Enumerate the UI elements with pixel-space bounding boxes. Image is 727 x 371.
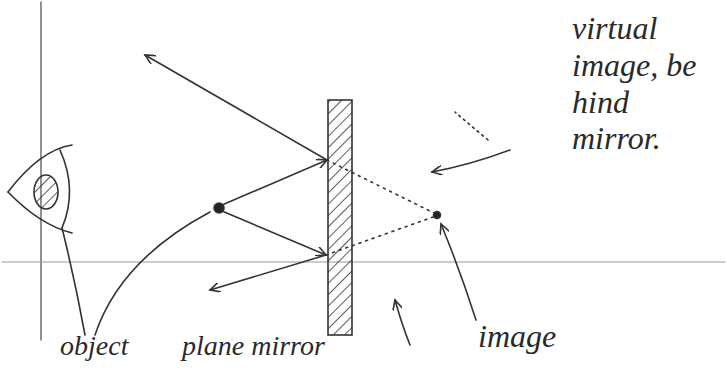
callout-note: virtual image, be hind mirror.: [572, 10, 702, 157]
mirror-label: plane mirror: [182, 330, 392, 362]
plane-mirror: [328, 100, 352, 335]
eye-outline: [60, 150, 70, 228]
leader-line: [62, 228, 85, 335]
object-label: object: [60, 330, 200, 362]
callout-label: image: [478, 318, 608, 355]
leader-line: [395, 300, 410, 345]
leader-line: [432, 150, 510, 172]
leader-line: [95, 212, 210, 335]
image-point: [434, 212, 441, 219]
eye-pupil: [34, 175, 58, 209]
leader-line: [441, 224, 476, 320]
leader-line: [455, 112, 488, 140]
incident-ray: [222, 211, 326, 255]
virtual-ray: [326, 216, 436, 255]
axis-line: [2, 262, 725, 263]
reflected-ray: [145, 55, 327, 160]
incident-ray: [222, 160, 327, 205]
axis-line: [40, 2, 41, 340]
reflected-ray: [210, 255, 326, 290]
virtual-ray: [327, 160, 436, 214]
